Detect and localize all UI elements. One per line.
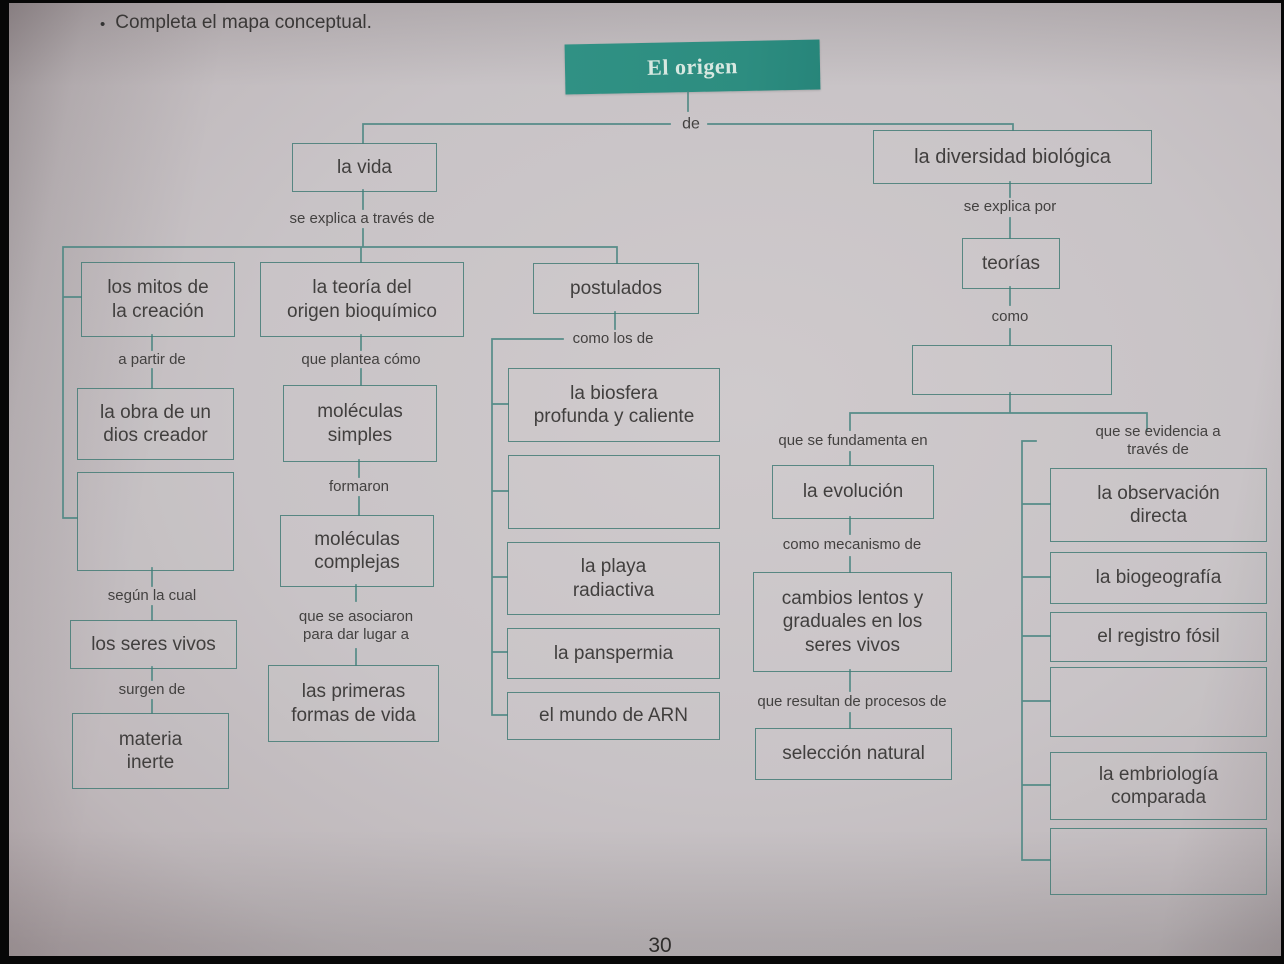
edge-label-segun-la-cual: según la cual	[107, 587, 197, 604]
node-seleccion-natural: selección natural	[755, 728, 952, 780]
edge-label-surgen-de: surgen de	[118, 681, 186, 698]
empty-fill-in-box[interactable]	[508, 455, 720, 529]
node-moleculas-simples: moléculas simples	[283, 385, 437, 462]
instruction-text: Completa el mapa conceptual.	[115, 12, 372, 33]
node-la-obra-de-un-dios-creador: la obra de un dios creador	[77, 388, 234, 460]
edge-label-de: de	[682, 115, 700, 133]
node-materia-inerte: materia inerte	[72, 713, 229, 789]
edge-label-como-mecanismo-de: como mecanismo de	[782, 536, 922, 553]
edge-label-que-resultan-de-procesos-de: que resultan de procesos de	[757, 693, 947, 710]
empty-fill-in-box[interactable]	[912, 345, 1112, 395]
node-teorias: teorías	[962, 238, 1060, 289]
node-el-registro-fosil: el registro fósil	[1050, 612, 1267, 662]
node-la-observacion-directa: la observación directa	[1050, 468, 1267, 542]
edge-label-que-se-asociaron: que se asociaron para dar lugar a	[298, 608, 414, 643]
node-la-biosfera-profunda-y-caliente: la biosfera profunda y caliente	[508, 368, 720, 442]
instruction-line: • Completa el mapa conceptual.	[100, 12, 372, 34]
node-cambios-lentos-y-graduales: cambios lentos y graduales en los seres …	[753, 572, 952, 672]
node-la-teoria-del-origen-bioquimico: la teoría del origen bioquímico	[260, 262, 464, 337]
bullet-icon: •	[100, 15, 106, 33]
edge-label-formaron: formaron	[328, 478, 390, 495]
edge-label-se-explica-a-traves-de: se explica a través de	[289, 210, 435, 227]
empty-fill-in-box[interactable]	[1050, 828, 1267, 895]
empty-fill-in-box[interactable]	[1050, 667, 1267, 737]
node-la-vida: la vida	[292, 143, 437, 192]
page-number: 30	[648, 934, 672, 957]
node-la-panspermia: la panspermia	[507, 628, 720, 679]
photo-edge-left	[0, 0, 9, 964]
node-la-embriologia-comparada: la embriología comparada	[1050, 752, 1267, 820]
node-la-diversidad-biologica: la diversidad biológica	[873, 130, 1152, 184]
node-la-playa-radiactiva: la playa radiactiva	[507, 542, 720, 615]
edge-label-se-explica-por: se explica por	[963, 198, 1057, 215]
node-la-biogeografia: la biogeografía	[1050, 552, 1267, 604]
photo-edge-right	[1281, 0, 1284, 964]
node-los-mitos-de-la-creacion: los mitos de la creación	[81, 262, 235, 337]
edge-label-como-los-de: como los de	[572, 330, 654, 347]
edge-label-que-se-fundamenta-en: que se fundamenta en	[778, 432, 928, 449]
node-moleculas-complejas: moléculas complejas	[280, 515, 434, 587]
photo-edge-bottom	[0, 956, 1284, 964]
edge-label-a-partir-de: a partir de	[118, 351, 186, 368]
node-postulados: postulados	[533, 263, 699, 314]
empty-fill-in-box[interactable]	[77, 472, 234, 571]
node-el-mundo-de-arn: el mundo de ARN	[507, 692, 720, 740]
edge-label-como: como	[991, 308, 1029, 325]
photo-edge-top	[0, 0, 1284, 3]
edge-label-que-se-evidencia-a-traves-de: que se evidencia a través de	[1095, 423, 1221, 458]
node-la-evolucion: la evolución	[772, 465, 934, 519]
edge-label-que-plantea-como: que plantea cómo	[301, 351, 421, 368]
node-los-seres-vivos: los seres vivos	[70, 620, 237, 669]
node-las-primeras-formas-de-vida: las primeras formas de vida	[268, 665, 439, 742]
